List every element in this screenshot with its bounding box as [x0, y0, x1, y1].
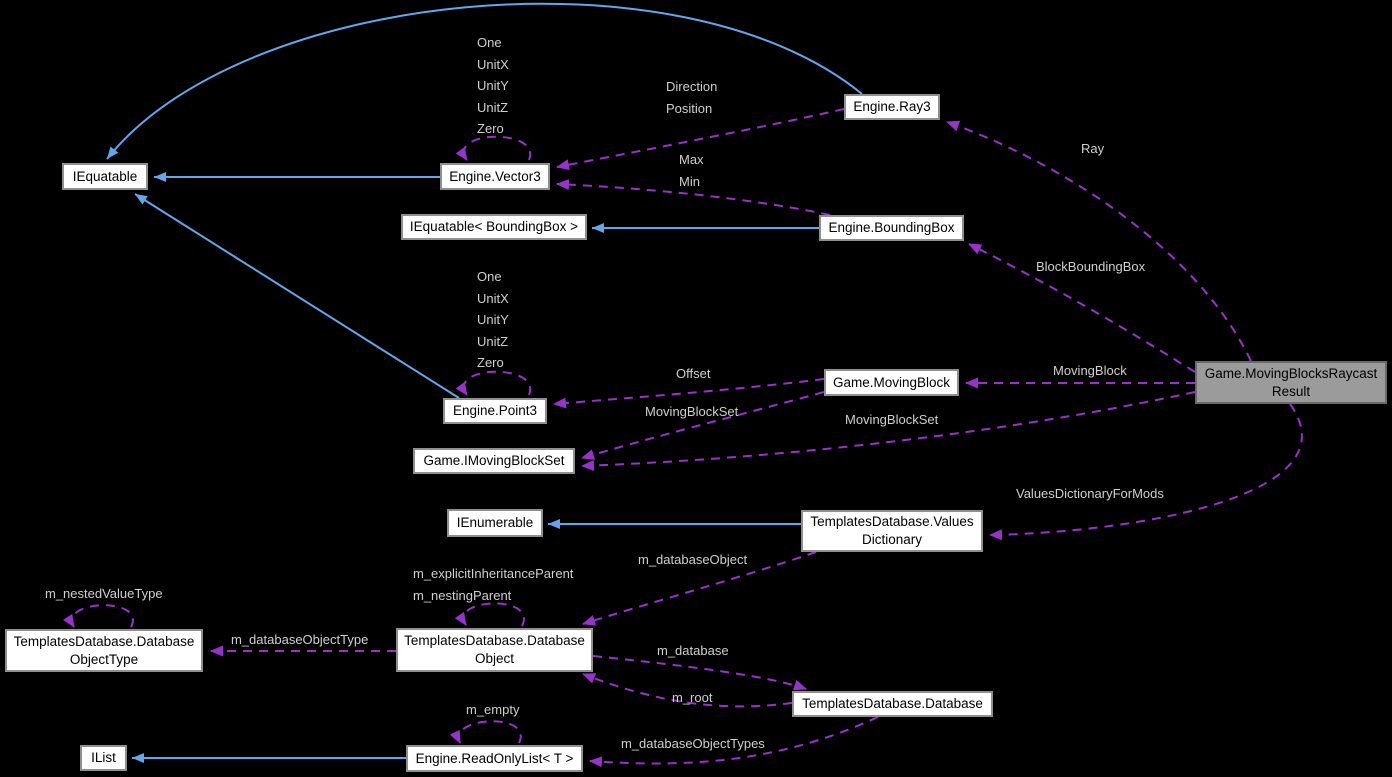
edge-label-m-databaseobjecttype: m_databaseObjectType [231, 632, 369, 647]
edge-label-blockboundingbox: BlockBoundingBox [1036, 259, 1146, 274]
node-templatesdatabase-database[interactable]: TemplatesDatabase.Database [792, 691, 993, 717]
node-iequatable-boundingbox[interactable]: IEquatable< BoundingBox > [401, 214, 587, 240]
node-engine-ray3[interactable]: Engine.Ray3 [844, 94, 940, 120]
node-templatesdatabase-databaseobjecttype[interactable]: TemplatesDatabase.Database ObjectType [5, 629, 203, 672]
node-iequatable[interactable]: IEquatable [62, 163, 148, 190]
edge-label-movingblockset-2: MovingBlockSet [845, 412, 939, 427]
edge-label-m-databaseobjecttypes: m_databaseObjectTypes [621, 736, 765, 751]
node-engine-readonlylist[interactable]: Engine.ReadOnlyList< T > [406, 745, 583, 772]
node-game-imovingblockset[interactable]: Game.IMovingBlockSet [413, 448, 575, 474]
node-templatesdatabase-databaseobject[interactable]: TemplatesDatabase.Database Object [396, 628, 593, 672]
edge-label-movingblock: MovingBlock [1053, 363, 1127, 378]
node-game-movingblock[interactable]: Game.MovingBlock [824, 369, 959, 396]
node-engine-vector3[interactable]: Engine.Vector3 [440, 163, 550, 190]
edge-label-ray: Ray [1081, 141, 1105, 156]
edge-label-valuesdictionaryformods: ValuesDictionaryForMods [1016, 486, 1164, 501]
edge-label-m-nestedvaluetype: m_nestedValueType [45, 586, 163, 601]
edge-label-direction-position: Direction Position [666, 79, 718, 116]
node-ilist[interactable]: IList [80, 745, 127, 771]
node-engine-boundingbox[interactable]: Engine.BoundingBox [819, 215, 964, 241]
edge-label-point3-statics: One UnitX UnitY UnitZ Zero [477, 269, 509, 370]
edge-label-m-database: m_database [657, 643, 729, 658]
edge-label-vector3-statics: One UnitX UnitY UnitZ Zero [477, 35, 509, 136]
edge-label-m-root: m_root [672, 690, 713, 705]
node-engine-point3[interactable]: Engine.Point3 [443, 398, 547, 424]
edge-label-inheritance-nesting-parent: m_explicitInheritanceParent m_nestingPar… [413, 566, 574, 603]
edge-label-max-min: Max Min [679, 152, 704, 189]
edge-label-m-empty: m_empty [466, 702, 520, 717]
node-ienumerable[interactable]: IEnumerable [447, 509, 543, 537]
edge-label-movingblockset-1: MovingBlockSet [645, 404, 739, 419]
edge-label-m-databaseobject: m_databaseObject [638, 552, 748, 567]
node-templatesdatabase-valuesdictionary[interactable]: TemplatesDatabase.Values Dictionary [801, 510, 983, 552]
node-game-movingblocksraycastresult[interactable]: Game.MovingBlocksRaycast Result [1195, 361, 1387, 404]
edge-label-offset: Offset [676, 366, 711, 381]
